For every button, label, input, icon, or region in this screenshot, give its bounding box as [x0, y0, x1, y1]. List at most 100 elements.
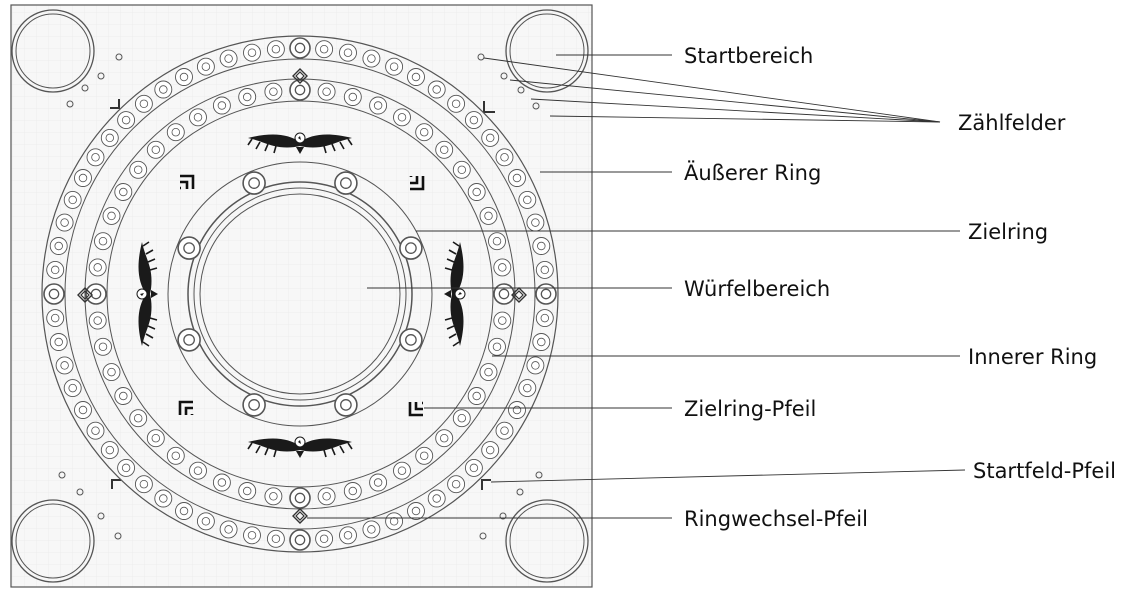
field-circle-inner: [201, 62, 211, 71]
field-circle: [219, 520, 238, 539]
field-circle-inner: [139, 479, 149, 489]
field-circle-inner: [159, 85, 168, 94]
field-circle: [134, 475, 153, 494]
field-circle-inner: [537, 241, 546, 251]
field-circle: [63, 379, 82, 398]
field-circle-inner: [294, 84, 306, 96]
field-circle-inner: [537, 337, 546, 347]
field-circle-inner: [457, 165, 467, 175]
label-zaehlfelder: Zählfelder: [958, 111, 1066, 135]
field-circle: [243, 43, 261, 62]
field-circle-inner: [439, 433, 449, 443]
field-circle-inner: [271, 44, 281, 54]
field-circle-inner: [498, 288, 510, 300]
field-circle-inner: [457, 413, 467, 423]
field-circle: [102, 363, 121, 382]
field-circle: [362, 520, 381, 539]
field-circle: [493, 283, 515, 305]
field-circle-inner: [373, 101, 383, 110]
start-areas: [11, 9, 589, 583]
field-circle-inner: [484, 367, 493, 377]
field-circle: [266, 529, 285, 548]
field-circle: [479, 206, 498, 225]
field-circle-inner: [523, 195, 532, 205]
field-circle: [238, 88, 257, 106]
field-circle: [46, 260, 65, 279]
field-circle-inner: [133, 413, 143, 423]
field-circle: [189, 108, 207, 127]
field-circle-inner: [419, 127, 429, 137]
field-circle-inner: [498, 316, 507, 325]
field-circle-inner: [294, 42, 306, 54]
field-circle: [526, 213, 545, 232]
field-circle: [85, 283, 107, 305]
field-circle-inner: [472, 187, 481, 197]
field-circle: [189, 461, 207, 480]
outer-ring-outer-line: [41, 35, 559, 553]
field-circle-inner: [139, 99, 149, 109]
label-startbereich: Startbereich: [684, 44, 813, 68]
field-circle: [266, 40, 285, 59]
label-zielring-pfeil: Zielring-Pfeil: [684, 397, 816, 421]
field-circle-inner: [247, 531, 257, 540]
field-circle-inner: [485, 445, 495, 455]
field-circle-inner: [294, 492, 306, 504]
field-circle-inner: [107, 211, 116, 221]
field-circle-inner: [367, 54, 376, 63]
field-circle-inner: [50, 313, 60, 323]
field-circle-inner: [151, 433, 161, 443]
field-circle-inner: [217, 478, 227, 487]
field-circle: [452, 160, 471, 179]
field-circle-inner: [340, 177, 352, 189]
field-circle: [289, 529, 311, 551]
field-circle-inner: [343, 531, 353, 540]
field-circle-inner: [540, 265, 550, 275]
field-circle: [385, 512, 404, 531]
field-circle-inner: [397, 113, 407, 122]
field-circle-inner: [389, 62, 399, 71]
field-circle-inner: [217, 101, 227, 110]
field-circle-inner: [151, 145, 161, 155]
field-circle-inner: [523, 383, 532, 393]
dice-area-outer: [187, 181, 413, 407]
field-circle: [362, 49, 381, 68]
field-circle: [317, 487, 336, 506]
field-circle: [117, 458, 136, 477]
field-circle: [46, 309, 65, 328]
field-circle: [435, 140, 454, 159]
field-circle-inner: [492, 236, 502, 246]
dice-area-core: [199, 193, 401, 395]
field-circle: [493, 311, 512, 330]
field-circle-inner: [179, 506, 189, 516]
field-circle: [175, 502, 193, 520]
field-circle: [63, 190, 82, 209]
field-circle-inner: [389, 517, 399, 526]
field-circle-inner: [322, 87, 331, 96]
field-circle: [407, 68, 425, 86]
field-circle-inner: [373, 478, 383, 487]
field-circle-inner: [469, 115, 479, 125]
field-circle: [535, 260, 554, 279]
field-circle-inner: [105, 133, 115, 143]
field-circle: [488, 337, 506, 356]
field-circle-inner: [432, 85, 441, 94]
field-circle: [399, 328, 423, 352]
field-circle-inner: [68, 195, 77, 205]
label-zielring: Zielring: [968, 220, 1048, 244]
field-circle-inner: [60, 361, 69, 370]
field-circle: [212, 473, 231, 492]
field-circle-inner: [405, 242, 417, 254]
field-circle: [243, 526, 261, 545]
field-circle: [334, 171, 358, 195]
field-circle-inner: [242, 486, 252, 496]
field-circle: [86, 421, 105, 440]
field-circle: [129, 160, 148, 179]
dice-area-inner: [193, 187, 407, 401]
field-circle-inner: [159, 494, 168, 503]
field-circle-inner: [91, 153, 100, 162]
field-circle-inner: [419, 451, 429, 461]
field-circle-inner: [105, 445, 115, 455]
field-circle: [481, 128, 500, 147]
field-circle-inner: [271, 534, 281, 544]
field-circle-inner: [469, 463, 479, 473]
